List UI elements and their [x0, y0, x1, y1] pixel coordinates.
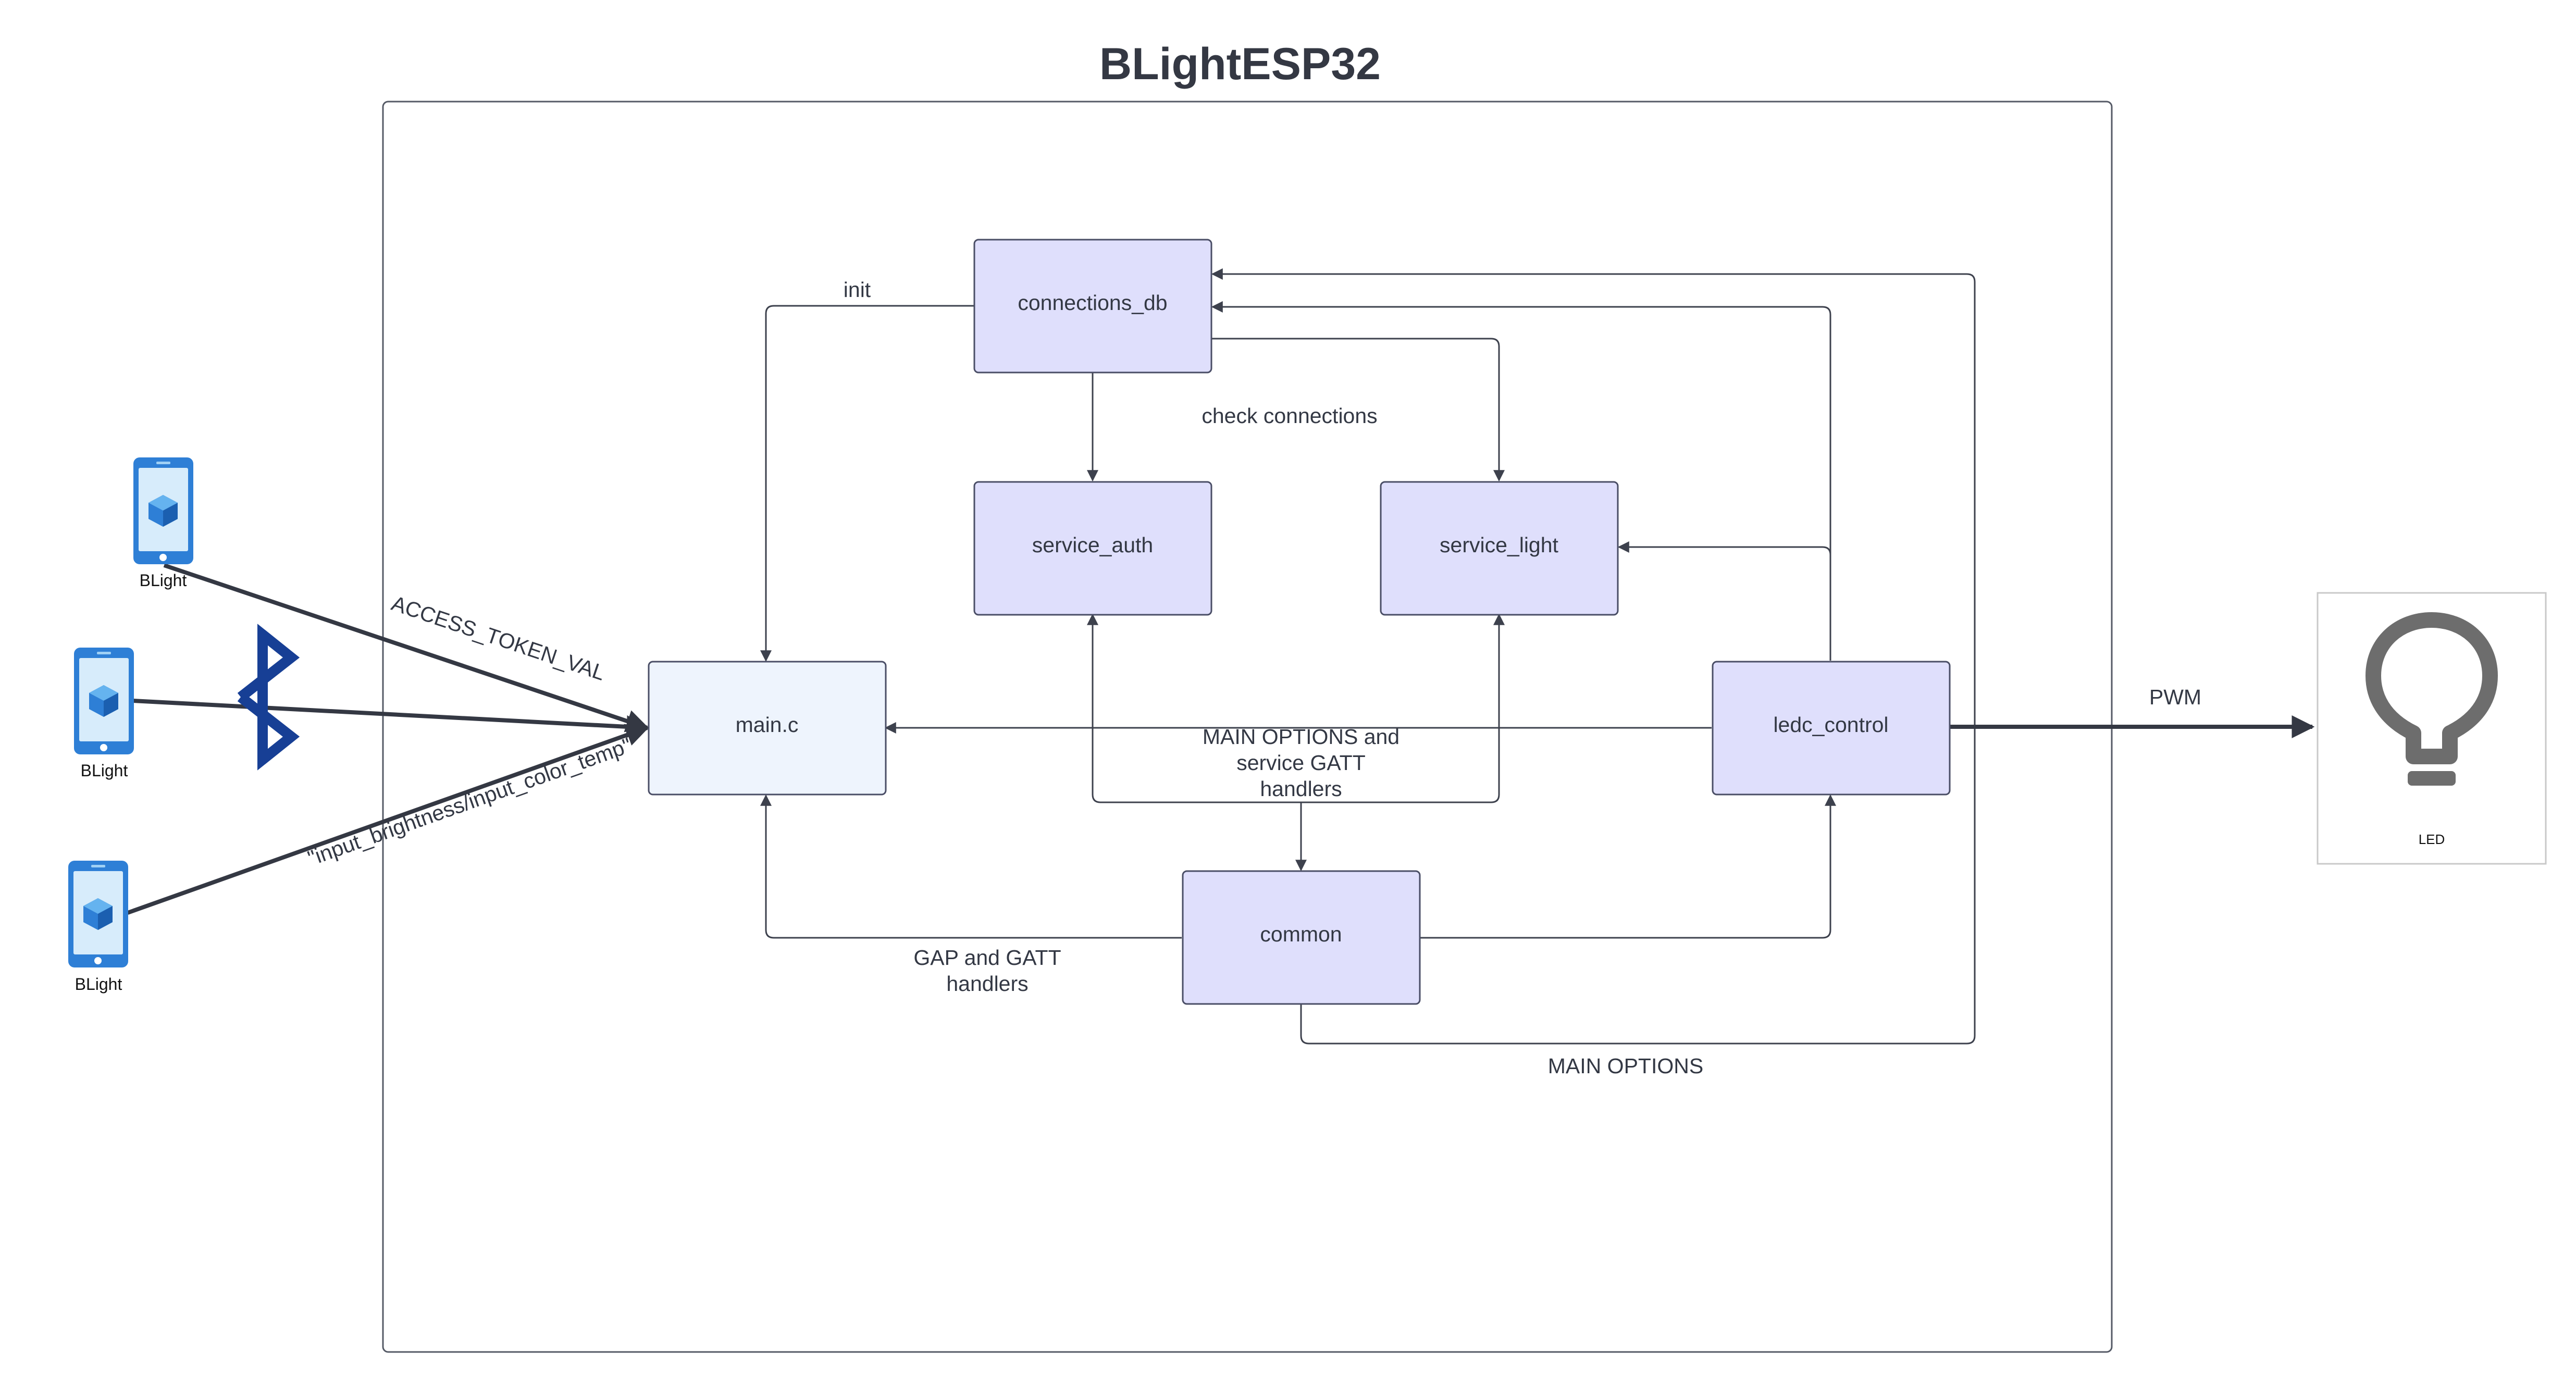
service-auth-box[interactable] — [973, 481, 1212, 616]
phone-device-2: BLight — [74, 648, 134, 780]
service-light-label: service_light — [1440, 533, 1558, 557]
phone-label: BLight — [81, 761, 128, 780]
module-service-auth[interactable]: service_auth — [973, 481, 1212, 616]
edge-phone-2 — [132, 699, 650, 738]
mobile-phone-icon — [133, 457, 193, 564]
bluetooth-icon — [237, 624, 300, 771]
ledc-control-label: ledc_control — [1773, 713, 1888, 737]
edge-label-access-token: ACCESS_TOKEN_VAL — [389, 591, 608, 685]
edge-init — [760, 305, 974, 662]
mobile-phone-icon — [74, 648, 134, 754]
main-c-box[interactable] — [648, 661, 887, 796]
connectors — [127, 268, 2315, 1045]
edge-label-main-options-gatt-3: handlers — [1260, 777, 1342, 801]
edge-common-main-options — [1211, 268, 1976, 1045]
edge-check-connections — [1211, 338, 1505, 482]
edge-phone-3 — [127, 724, 650, 915]
service-auth-label: service_auth — [1032, 533, 1153, 557]
led-label: LED — [2419, 831, 2445, 847]
edge-label-main-options: MAIN OPTIONS — [1548, 1054, 1703, 1078]
edge-label-input-brightness: "input_brightness/input_color_temp" — [305, 733, 635, 870]
edge-label-main-options-gatt-2: service GATT — [1236, 751, 1366, 775]
edge-ledc-to-db — [1211, 301, 1831, 661]
phone-label: BLight — [75, 975, 122, 994]
light-bulb-icon — [2366, 612, 2498, 786]
mobile-phone-icon — [68, 861, 128, 967]
module-main-c[interactable]: main.c — [648, 661, 887, 796]
main-c-label: main.c — [736, 713, 799, 737]
edge-label-gap-gatt-1: GAP and GATT — [913, 946, 1061, 970]
module-service-light[interactable]: service_light — [1380, 481, 1619, 616]
connections-db-label: connections_db — [1018, 291, 1167, 315]
edge-label-pwm: PWM — [2149, 685, 2201, 709]
ledc-control-box[interactable] — [1712, 661, 1951, 796]
edge-phone-1 — [163, 563, 650, 733]
module-connections-db[interactable]: connections_db — [973, 239, 1212, 374]
edge-ledc-to-light — [1617, 541, 1831, 555]
common-box[interactable] — [1182, 870, 1421, 1005]
common-label: common — [1260, 922, 1342, 946]
phone-device-1: BLight — [133, 457, 193, 590]
edge-common-to-light — [1301, 613, 1505, 803]
phone-device-3: BLight — [68, 861, 128, 994]
led-box — [2317, 592, 2547, 865]
edge-label-init: init — [844, 278, 871, 302]
service-light-box[interactable] — [1380, 481, 1619, 616]
edge-common-to-auth — [1087, 613, 1301, 803]
diagram-title: BLightESP32 — [1099, 39, 1381, 89]
edge-label-check-connections: check connections — [1202, 404, 1377, 428]
connections-db-box[interactable] — [973, 239, 1212, 374]
edge-gap-gatt — [760, 794, 1182, 939]
edge-label-gap-gatt-2: handlers — [946, 972, 1028, 996]
edge-common-to-ledc — [1420, 794, 1836, 939]
module-common[interactable]: common — [1182, 870, 1421, 1005]
edge-label-main-options-gatt-1: MAIN OPTIONS and — [1203, 725, 1400, 749]
led-output: LED — [2317, 592, 2547, 865]
module-ledc-control[interactable]: ledc_control — [1712, 661, 1951, 796]
phone-label: BLight — [140, 571, 187, 590]
